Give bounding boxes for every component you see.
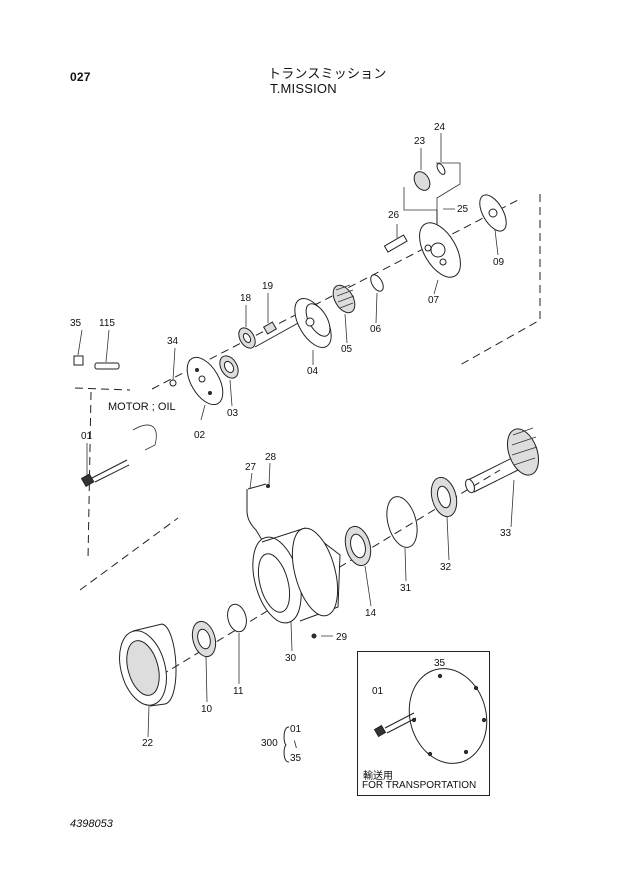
set-to: 35 <box>290 753 302 764</box>
label-part-27: 27 <box>245 462 257 473</box>
label-part-02: 02 <box>194 430 206 441</box>
part-18-bearing <box>238 327 256 349</box>
upper-axis-line <box>151 198 521 390</box>
part-27-pipe <box>246 489 263 541</box>
label-part-07: 07 <box>428 295 440 306</box>
motor-oil-port <box>132 424 157 451</box>
part-01-bolt <box>80 459 130 488</box>
part-115-plug <box>73 355 84 366</box>
part-05-sun-gear <box>332 284 356 314</box>
label-part-31: 31 <box>400 583 412 594</box>
right-boundary-dash <box>459 194 541 366</box>
part-07-carrier <box>419 222 461 278</box>
shaft-line <box>254 321 301 348</box>
label-part-29: 29 <box>336 632 348 643</box>
label-part-28: 28 <box>265 452 277 463</box>
label-part-09: 09 <box>493 257 505 268</box>
part-23-24-bracket <box>403 162 461 211</box>
transport-note-en: FOR TRANSPORTATION <box>362 780 477 791</box>
label-inset-01: 01 <box>372 686 384 697</box>
label-part-26: 26 <box>388 210 400 221</box>
lower-left-dash <box>79 517 179 591</box>
part-19-sleeve <box>262 321 278 335</box>
part-28-cap <box>247 483 267 490</box>
label-part-11: 11 <box>233 686 244 697</box>
part-11-seal <box>227 603 247 633</box>
part-10-bearing <box>191 620 217 658</box>
transportation-inset <box>357 651 490 796</box>
part-35-cover <box>408 668 488 764</box>
label-part-10: 10 <box>201 704 213 715</box>
transport-note-jp: 輸送用 <box>363 771 393 782</box>
label-part-23: 23 <box>414 136 426 147</box>
label-part-19: 19 <box>262 281 274 292</box>
upper-left-dash <box>74 387 131 391</box>
label-part-25: 25 <box>457 204 469 215</box>
page-number: 027 <box>70 70 91 84</box>
set-number: 300 <box>261 738 278 749</box>
part-28-plug <box>266 484 270 488</box>
part-30-housing <box>252 527 341 624</box>
part-03-bearing <box>219 355 239 379</box>
part-04-carrier <box>294 298 332 348</box>
part-24-washer <box>436 163 446 175</box>
page-title-en: T.MISSION <box>270 81 337 96</box>
label-part-116: 115 <box>99 318 115 329</box>
label-part-32: 32 <box>440 562 452 573</box>
label-part-14: 14 <box>365 608 377 619</box>
label-part-33: 33 <box>500 528 512 539</box>
part-02-cover-plate <box>186 356 224 406</box>
label-part-03: 03 <box>227 408 239 419</box>
part-116-pin <box>94 362 120 370</box>
motor-oil-note: MOTOR ; OIL <box>108 401 176 413</box>
part-23-planet-gear <box>413 171 431 191</box>
part-09-thrust-plate <box>479 194 507 232</box>
label-inset-35: 35 <box>434 658 446 669</box>
label-part-115: 35 <box>70 318 82 329</box>
label-part-01: 01 <box>81 431 93 442</box>
part-29-bolt <box>311 633 317 639</box>
part-26-pin <box>383 234 408 253</box>
set-from: 01 <box>290 724 302 735</box>
part-01-inset-bolt <box>373 712 417 738</box>
label-part-06: 06 <box>370 324 382 335</box>
label-part-34: 34 <box>167 336 179 347</box>
label-part-05: 05 <box>341 344 353 355</box>
drawing-number: 4398053 <box>70 818 113 830</box>
label-part-04: 04 <box>307 366 319 377</box>
label-part-24: 24 <box>434 122 446 133</box>
part-22-ring-gear <box>119 623 177 707</box>
part-32-seal <box>430 476 458 518</box>
part-31-o-ring <box>386 496 418 548</box>
label-part-22: 22 <box>142 738 154 749</box>
page-title-jp: トランスミッション <box>268 66 387 81</box>
label-part-30: 30 <box>285 653 297 664</box>
label-part-18: 18 <box>240 293 252 304</box>
part-34-ball <box>169 379 177 387</box>
set-separator: \ <box>294 740 297 751</box>
part-14-bearing <box>344 525 372 567</box>
part-33-pinion-shaft <box>465 427 540 494</box>
part-06-washer <box>370 274 384 292</box>
set-brace <box>283 726 290 763</box>
